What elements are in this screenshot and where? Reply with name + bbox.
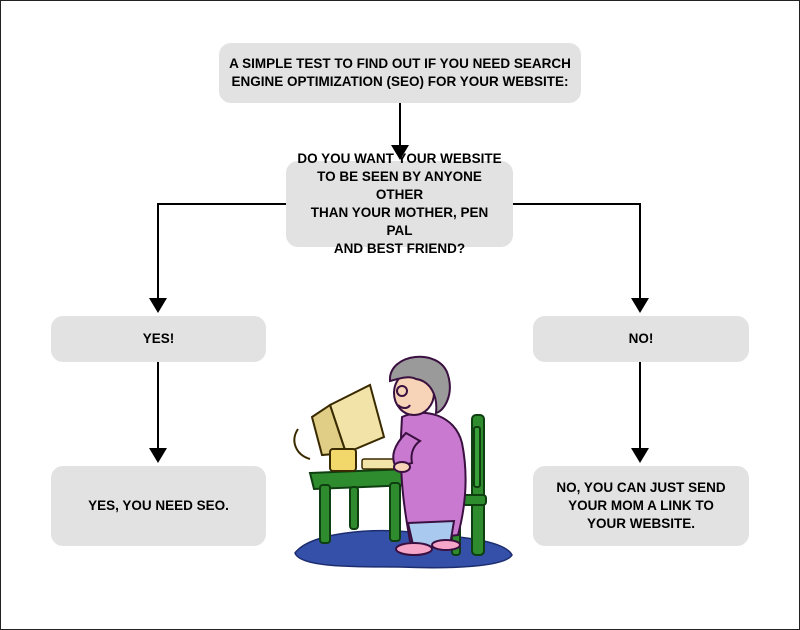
- arrow-question-to-yes: [157, 203, 286, 300]
- grandma-at-computer-illustration: [293, 355, 513, 569]
- flowchart-title-box: A SIMPLE TEST TO FIND OUT IF YOU NEED SE…: [219, 43, 581, 103]
- arrow-question-to-no: [513, 203, 641, 300]
- no-result-box: NO, YOU CAN JUST SEND YOUR MOM A LINK TO…: [533, 466, 749, 546]
- yes-result-box: YES, YOU NEED SEO.: [51, 466, 266, 546]
- arrowhead-no-to-result: [631, 448, 649, 463]
- arrowhead-title-to-question: [391, 145, 409, 160]
- no-option-box: NO!: [533, 316, 749, 362]
- arrowhead-yes-to-result: [149, 448, 167, 463]
- flowchart-question-box: DO YOU WANT YOUR WEBSITE TO BE SEEN BY A…: [286, 151, 513, 256]
- grandma-figure: [388, 355, 467, 556]
- computer-monitor: [293, 383, 386, 472]
- computer-table: [308, 467, 414, 544]
- arrowhead-question-to-yes: [149, 298, 167, 313]
- arrowhead-question-to-no: [631, 298, 649, 313]
- yes-option-box: YES!: [51, 316, 266, 362]
